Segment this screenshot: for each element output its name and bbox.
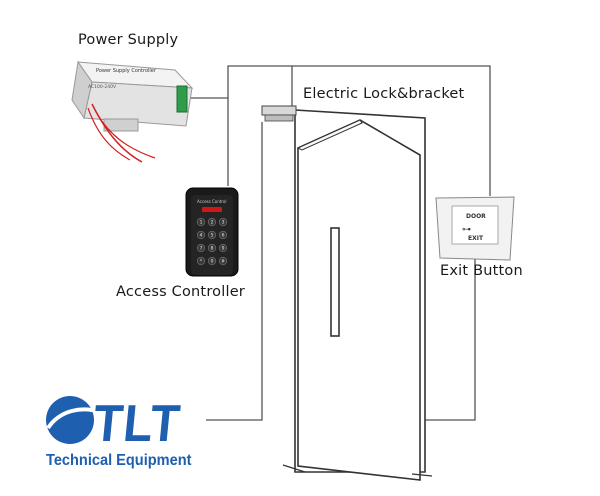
keypad-key-label: 1 xyxy=(200,220,203,226)
door-handle xyxy=(330,227,340,337)
keypad-key xyxy=(196,243,206,253)
svg-text:AC100-240V: AC100-240V xyxy=(88,84,117,90)
svg-text:Power Supply Controller: Power Supply Controller xyxy=(96,68,157,74)
keypad-keys: 1 2 3 4 5 6 7 8 9 * 0 # xyxy=(196,217,228,266)
access-controller-device: Access Control 1 2 3 4 5 6 7 8 9 * 0 # xyxy=(185,187,239,277)
keypad-key-label: 7 xyxy=(200,246,203,252)
logo-subtitle: Technical Equipment xyxy=(46,452,192,469)
exit-button-label: Exit Button xyxy=(440,263,523,279)
keypad-key-label: # xyxy=(221,259,225,265)
electric-lock-bracket xyxy=(261,105,297,122)
keypad-key xyxy=(218,256,228,266)
electric-lock-label: Electric Lock&bracket xyxy=(303,86,465,102)
power-supply-device: Power Supply Controller AC100-240V xyxy=(71,60,194,163)
door-leaf xyxy=(297,119,421,481)
power-supply-label: Power Supply xyxy=(78,32,179,48)
logo-wordmark: TLT xyxy=(90,395,184,453)
keypad-key-label: 2 xyxy=(211,220,214,226)
svg-text:DOOR: DOOR xyxy=(466,213,486,220)
wire-psu-to-exit xyxy=(292,65,491,196)
wire-controller-to-lock xyxy=(206,122,263,421)
keypad-key xyxy=(207,230,217,240)
exit-button-device: DOOR ⊶ EXIT xyxy=(435,196,515,261)
key-icon: ⊶ xyxy=(462,225,471,235)
keypad-key-label: 3 xyxy=(222,220,225,226)
access-controller-label: Access Controller xyxy=(116,284,245,300)
svg-text:EXIT: EXIT xyxy=(468,235,484,242)
keypad-key xyxy=(196,217,206,227)
wire-psu-to-lock xyxy=(190,65,293,110)
keypad-key xyxy=(218,217,228,227)
keypad-key xyxy=(196,230,206,240)
svg-text:Access Control: Access Control xyxy=(197,199,226,204)
keypad-key xyxy=(218,230,228,240)
door xyxy=(282,109,433,481)
keypad-key xyxy=(196,256,206,266)
keypad-key-label: 6 xyxy=(222,233,225,239)
keypad-key xyxy=(207,217,217,227)
wiring xyxy=(190,65,491,421)
wire-exit-to-bottom xyxy=(420,258,476,421)
keypad-key-label: 9 xyxy=(222,246,225,252)
keypad-key-label: * xyxy=(200,259,203,265)
keypad-key-label: 8 xyxy=(211,246,214,252)
keypad-key xyxy=(207,256,217,266)
keypad-key xyxy=(218,243,228,253)
keypad-key-label: 4 xyxy=(200,233,203,239)
tlt-logo-mark xyxy=(46,396,101,444)
keypad-key xyxy=(207,243,217,253)
keypad-key-label: 0 xyxy=(211,259,214,265)
keypad-key-label: 5 xyxy=(211,233,214,239)
